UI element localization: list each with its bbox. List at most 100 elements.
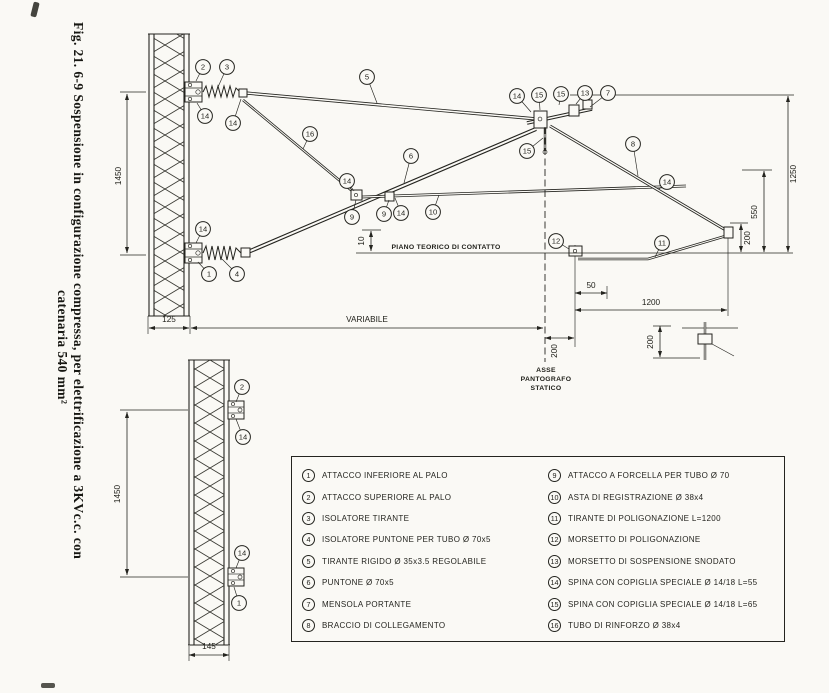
detail-sketch — [682, 322, 738, 360]
legend-item-7: 7 MENSOLA PORTANTE — [302, 593, 548, 614]
legend-item-number: 14 — [548, 576, 561, 590]
callout-3: 3 — [217, 59, 235, 88]
svg-text:13: 13 — [581, 89, 589, 98]
svg-text:2: 2 — [240, 383, 244, 392]
dim-125: 125 — [162, 315, 176, 324]
legend-item-label: PUNTONE Ø 70x5 — [322, 578, 394, 588]
callout-12: 12 — [548, 233, 570, 250]
svg-text:9: 9 — [350, 213, 354, 222]
legend-item-10: 10 ASTA DI REGISTRAZIONE Ø 38x4 — [548, 486, 757, 507]
callout-7: 7 — [589, 85, 616, 108]
callout-1: 1 — [231, 586, 247, 611]
upper-mast — [148, 33, 190, 317]
legend-item-number: 5 — [302, 554, 315, 568]
member-tubo-rinforzo — [242, 99, 358, 196]
svg-text:7: 7 — [606, 89, 610, 98]
svg-text:14: 14 — [229, 119, 237, 128]
dim-1450-upper: 1450 — [114, 166, 123, 185]
dim-10: 10 — [357, 236, 366, 246]
strut-junctions — [350, 189, 395, 202]
member-tirante-poligonazione — [578, 233, 730, 261]
svg-text:11: 11 — [658, 239, 666, 248]
legend-item-label: ATTACCO A FORCELLA PER TUBO Ø 70 — [568, 471, 730, 481]
legend-item-label: TUBO DI RINFORZO Ø 38x4 — [568, 620, 681, 630]
callout-6: 6 — [403, 148, 419, 184]
callout-14: 14 — [234, 545, 250, 569]
callout-1: 1 — [197, 261, 217, 282]
legend-item-number: 10 — [548, 490, 561, 504]
legend-item-label: MORSETTO DI POLIGONAZIONE — [568, 535, 701, 545]
legend-item-number: 7 — [302, 597, 315, 611]
pole-attachment-top — [184, 81, 248, 103]
dim-50: 50 — [586, 281, 596, 290]
callout-15: 15 — [531, 87, 547, 111]
legend-item-label: TIRANTE DI POLIGONAZIONE L=1200 — [568, 513, 721, 523]
svg-text:15: 15 — [523, 147, 531, 156]
legend-item-label: ISOLATORE PUNTONE PER TUBO Ø 70x5 — [322, 535, 491, 545]
legend-item-number: 1 — [302, 469, 315, 483]
callout-9: 9 — [344, 199, 360, 225]
svg-text:15: 15 — [535, 91, 543, 100]
svg-text:14: 14 — [238, 549, 246, 558]
svg-text:1: 1 — [207, 270, 211, 279]
svg-text:14: 14 — [513, 92, 521, 101]
legend-item-number: 11 — [548, 511, 561, 525]
legend-item-label: MENSOLA PORTANTE — [322, 599, 412, 609]
legend-item-label: ASTA DI REGISTRAZIONE Ø 38x4 — [568, 492, 704, 502]
callout-2: 2 — [195, 59, 211, 82]
svg-text:3: 3 — [225, 63, 229, 72]
svg-text:12: 12 — [552, 237, 560, 246]
callout-11: 11 — [654, 235, 670, 258]
legend-item-number: 2 — [302, 490, 315, 504]
cantilever-head — [533, 99, 593, 155]
lower-pole-attachment-bottom — [227, 567, 245, 587]
figure-caption: Fig. 21. 6-9 Sospensione in configurazio… — [46, 22, 86, 672]
pole-attachment-bottom — [184, 242, 251, 264]
callout-15: 15 — [553, 86, 569, 106]
callout-16: 16 — [302, 126, 318, 150]
legend-item-11: 11 TIRANTE DI POLIGONAZIONE L=1200 — [548, 508, 757, 529]
dim-200-detail: 200 — [646, 335, 655, 349]
legend-item-number: 16 — [548, 618, 561, 632]
dim-200-axis: 200 — [550, 344, 559, 358]
dim-145: 145 — [202, 642, 216, 651]
svg-text:2: 2 — [201, 63, 205, 72]
legend-item-number: 6 — [302, 576, 315, 590]
member-puntone — [247, 127, 537, 254]
legend-item-4: 4 ISOLATORE PUNTONE PER TUBO Ø 70x5 — [302, 529, 548, 550]
svg-text:4: 4 — [235, 270, 239, 279]
callout-14: 14 — [339, 173, 355, 192]
svg-text:14: 14 — [397, 209, 405, 218]
dim-200-right: 200 — [743, 231, 752, 245]
callout-14: 14 — [196, 102, 213, 124]
dimension-lines — [120, 91, 794, 661]
svg-text:14: 14 — [201, 112, 209, 121]
callout-5: 5 — [359, 69, 378, 104]
callout-14: 14 — [393, 197, 409, 221]
callout-13: 13 — [575, 85, 593, 105]
callout-14: 14 — [235, 418, 251, 445]
callout-14: 14 — [658, 174, 675, 190]
svg-text:10: 10 — [429, 208, 437, 217]
legend-item-16: 16 TUBO DI RINFORZO Ø 38x4 — [548, 615, 757, 636]
insulator-puntone — [202, 244, 242, 261]
svg-text:14: 14 — [663, 178, 671, 187]
lower-pole-attachment-top — [227, 400, 245, 420]
dim-variabile: VARIABILE — [346, 315, 388, 324]
callout-9: 9 — [376, 199, 392, 222]
svg-text:5: 5 — [365, 73, 369, 82]
svg-text:6: 6 — [409, 152, 413, 161]
legend-item-label: TIRANTE RIGIDO Ø 35x3.5 REGOLABILE — [322, 556, 487, 566]
legend-item-number: 13 — [548, 554, 561, 568]
legend-item-number: 15 — [548, 597, 561, 611]
legend-item-number: 4 — [302, 533, 315, 547]
legend-item-6: 6 PUNTONE Ø 70x5 — [302, 572, 548, 593]
